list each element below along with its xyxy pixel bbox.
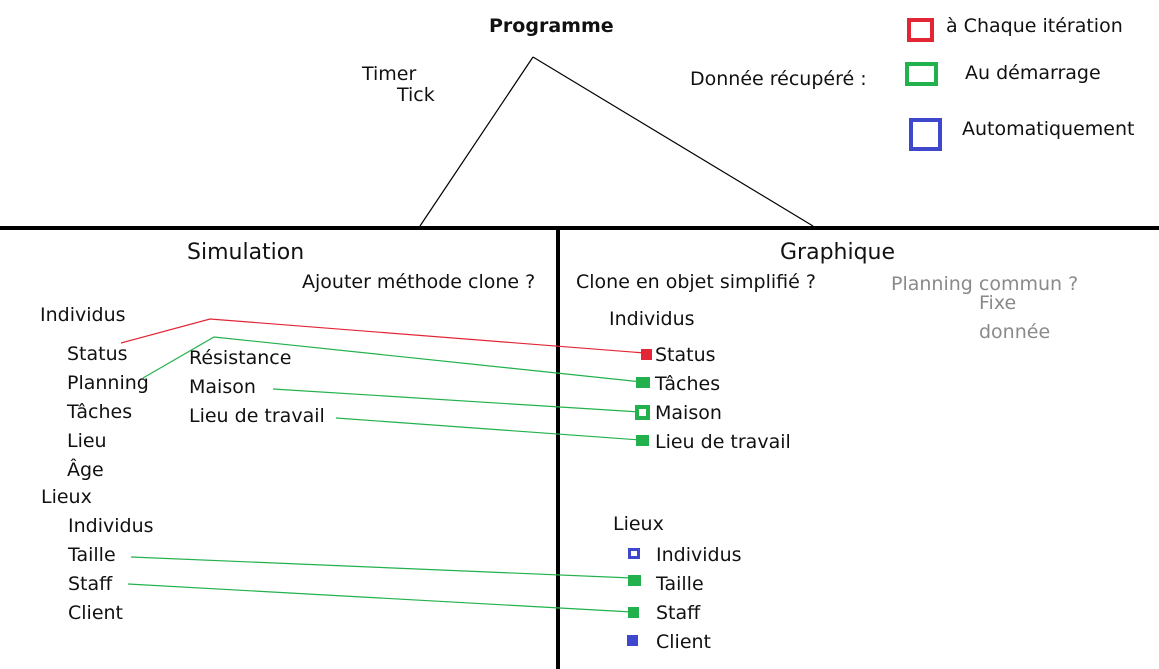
- sim-field-status: Status: [67, 343, 128, 365]
- sim-field-planning: Planning: [67, 372, 149, 394]
- taille-link-green: [130, 556, 633, 579]
- gra-lieux-client: Client: [656, 631, 712, 653]
- sim-field-lieu: Lieu: [67, 430, 107, 452]
- gra-lieux-taille: Taille: [656, 573, 704, 595]
- individus-blue-marker: [628, 548, 640, 559]
- client-blue-marker: [627, 635, 638, 646]
- sim-subfield-resistance: Résistance: [189, 347, 292, 369]
- programme-to-graphique-line: [532, 56, 814, 227]
- taches-link-green: [142, 336, 643, 383]
- gra-lieux-individus: Individus: [656, 544, 742, 566]
- gra-field-maison: Maison: [655, 402, 722, 424]
- timer-label: Timer: [362, 63, 417, 85]
- legend-label: Donnée récupéré :: [690, 68, 867, 90]
- gra-field-status: Status: [655, 344, 716, 366]
- graphique-title: Graphique: [780, 240, 896, 265]
- staff-green-marker: [628, 607, 639, 618]
- programme-to-simulation-line: [419, 56, 534, 227]
- staff-link-green: [127, 583, 633, 613]
- note-donnee: donnée: [979, 321, 1051, 343]
- gra-field-lieu-de-travail: Lieu de travail: [655, 431, 791, 453]
- sim-field-taches: Tâches: [67, 401, 133, 423]
- lieu-travail-green-marker: [636, 435, 649, 446]
- gra-lieux-staff: Staff: [656, 602, 701, 624]
- simulation-individus-label: Individus: [40, 304, 126, 326]
- legend-red-label: à Chaque itération: [946, 15, 1123, 37]
- maison-link-green: [272, 388, 641, 413]
- graphique-lieux-label: Lieux: [613, 513, 664, 535]
- taille-green-marker: [628, 575, 641, 586]
- graphique-individus-label: Individus: [609, 308, 695, 330]
- taches-green-marker: [636, 377, 650, 388]
- legend-green-label: Au démarrage: [965, 62, 1101, 84]
- sim-subfield-maison: Maison: [189, 376, 256, 398]
- simulation-question: Ajouter méthode clone ?: [302, 271, 536, 293]
- sim-lieux-individus: Individus: [68, 515, 154, 537]
- maison-green-marker: [635, 405, 650, 420]
- legend-blue-box: [909, 118, 942, 151]
- programme-title: Programme: [489, 15, 614, 37]
- note-planning-commun: Planning commun ?: [891, 273, 1079, 295]
- lieu-travail-link-green: [335, 417, 641, 441]
- tick-label: Tick: [397, 84, 435, 106]
- legend-red-box: [907, 18, 934, 42]
- legend-blue-label: Automatiquement: [962, 118, 1135, 140]
- sim-lieux-taille: Taille: [68, 544, 116, 566]
- sim-lieux-client: Client: [68, 602, 124, 624]
- sim-field-age: Âge: [67, 459, 104, 481]
- gra-field-taches: Tâches: [655, 373, 721, 395]
- sim-subfield-lieu-de-travail: Lieu de travail: [189, 405, 325, 427]
- simulation-lieux-label: Lieux: [41, 486, 92, 508]
- note-fixe: Fixe: [979, 292, 1017, 314]
- sim-lieux-staff: Staff: [68, 573, 113, 595]
- graphique-question: Clone en objet simplifié ?: [576, 271, 816, 293]
- simulation-title: Simulation: [187, 240, 305, 265]
- status-red-marker: [641, 349, 652, 360]
- status-link-red: [120, 318, 646, 354]
- legend-green-box: [905, 62, 938, 86]
